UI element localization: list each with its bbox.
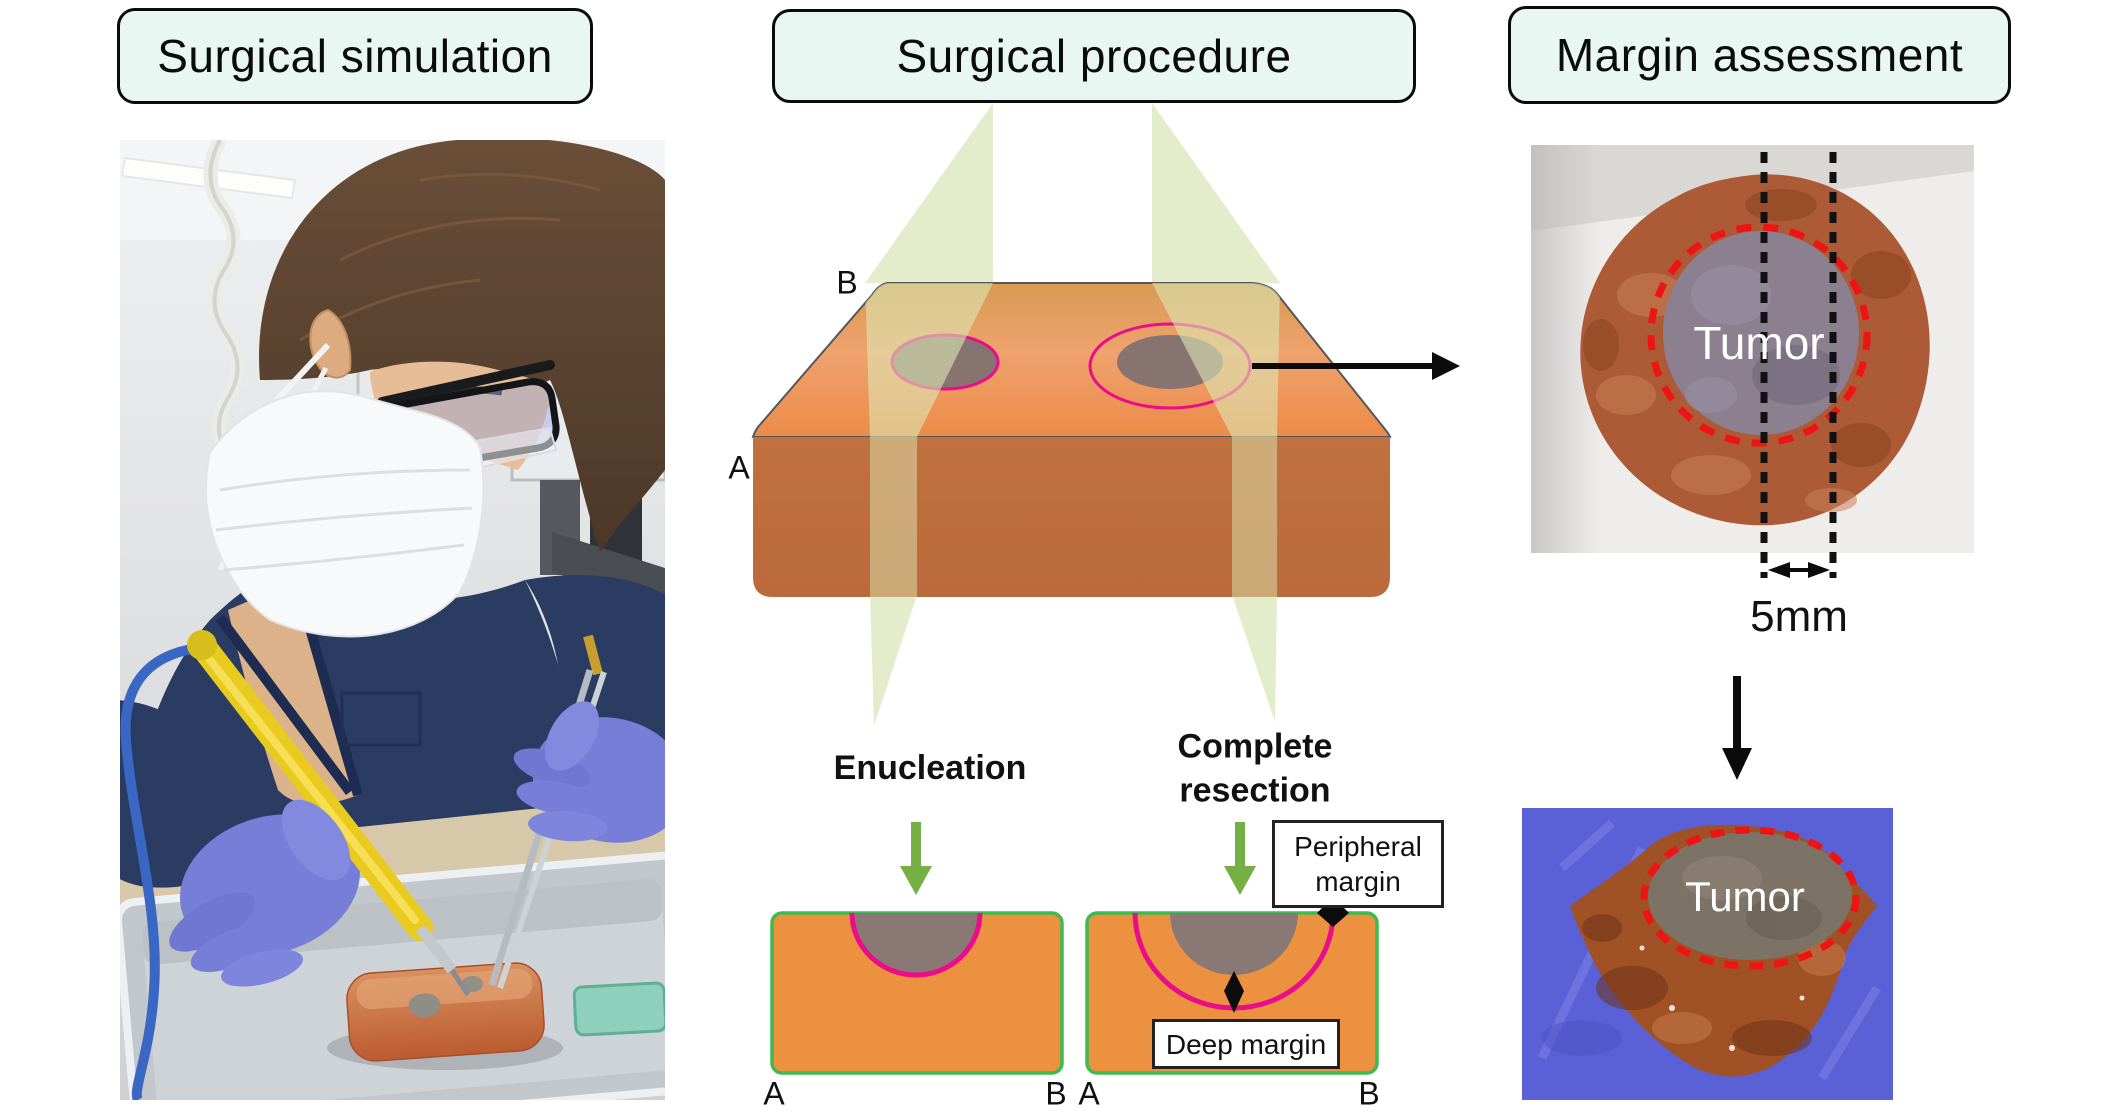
down-arrow-head: [1722, 748, 1752, 780]
glasses-temple: [377, 360, 555, 407]
coiled-cord-shade: [208, 140, 240, 466]
tumor-label-bottom-photo: Tumor: [1685, 873, 1805, 920]
forceps-gold-end: [583, 634, 603, 676]
chest-skin: [228, 582, 358, 805]
red-dotted-outline-icon: [1647, 223, 1871, 447]
enucleation-cut-line: [849, 912, 983, 978]
cut-plane-right-frontface: [1232, 437, 1277, 597]
right-arrow-head: [1432, 352, 1460, 380]
green-down-arrow-head: [1224, 866, 1256, 895]
deep-margin-diamond-icon: [1224, 971, 1244, 1013]
procedure-diagram: [751, 103, 1460, 1075]
specimen-texture: [1583, 189, 1911, 512]
simulation-photo: [120, 140, 665, 1100]
specimen-cross-section-photo: [1531, 145, 1974, 553]
resection-corner-a: A: [1078, 1075, 1100, 1112]
peripheral-margin-diamond-icon: [1317, 897, 1349, 927]
right-glove-finger: [528, 810, 608, 842]
block-label-a: A: [728, 449, 750, 486]
cut-plane-left-upper: [865, 103, 993, 283]
block-top-face: [751, 282, 1392, 438]
left-glove-thumb: [281, 799, 351, 881]
cautery-tip: [449, 968, 471, 997]
green-down-arrow-icon: [1235, 822, 1245, 868]
complete-resection-title: Complete resection: [1177, 727, 1333, 809]
enucleation-title: Enucleation: [833, 749, 1027, 788]
double-arrow-right-head: [1808, 562, 1830, 578]
enucleation-corner-b: B: [1045, 1075, 1067, 1112]
slice-tumor-texture: [1682, 856, 1822, 940]
cautery-pen-highlight: [206, 656, 419, 924]
cut-plane-right-lower: [1232, 595, 1277, 722]
panel-title-margin: Margin assessment: [1508, 6, 2011, 104]
slice-thickness-label: 5mm: [1750, 592, 1848, 641]
board-shade: [1542, 1020, 1622, 1056]
sliced-specimen-photo: [1522, 808, 1893, 1100]
cut-plane-left-frontface: [870, 437, 917, 597]
green-down-arrow-head: [900, 866, 932, 895]
enucleation-tumor: [852, 913, 980, 975]
block-label-b: B: [836, 264, 858, 301]
tumor-label-top-photo: Tumor: [1693, 317, 1825, 369]
phantom-tumor-spot: [408, 993, 441, 1018]
panel-title-procedure: Surgical procedure: [772, 9, 1416, 103]
cut-plane-left-lower: [870, 595, 917, 726]
right-glove-finger: [516, 780, 600, 816]
left-glove-finger: [190, 924, 278, 972]
tumor-texture: [1685, 265, 1840, 413]
deep-margin-label: Deep margin: [1152, 1019, 1340, 1069]
phantom-tumor-spot: [461, 976, 484, 993]
cut-plane-left-topface: [865, 283, 993, 437]
left-glove-finger: [169, 892, 255, 952]
phantom-block: [346, 962, 545, 1062]
gloss-specks: [1639, 945, 1805, 1051]
surgical-mask: [204, 390, 485, 638]
down-arrow-icon: [1733, 676, 1741, 750]
cut-plane-right-topface: [1152, 283, 1280, 437]
teal-tray: [572, 981, 665, 1037]
resection-corner-b: B: [1358, 1075, 1380, 1112]
right-glove-thumb: [545, 701, 599, 771]
block-front-face: [753, 437, 1390, 597]
double-arrow-left-head: [1768, 562, 1790, 578]
mask-pleats: [215, 468, 473, 572]
cautery-cable: [120, 643, 199, 1100]
ear: [309, 308, 352, 379]
enucleation-corner-a: A: [763, 1075, 785, 1112]
slice-texture: [1582, 914, 1846, 1056]
resection-tumor: [1170, 913, 1298, 975]
peripheral-margin-label: Peripheral margin: [1272, 820, 1444, 908]
green-down-arrow-icon: [911, 822, 921, 868]
cautery-metal-neck: [415, 924, 457, 974]
cautery-pen-connector: [187, 630, 217, 660]
chest-pocket: [340, 691, 422, 747]
panel-title-simulation: Surgical simulation: [117, 8, 593, 104]
left-glove-finger: [221, 949, 303, 987]
red-dotted-outline-icon: [1640, 826, 1860, 970]
hair: [259, 140, 665, 552]
cut-plane-right-upper: [1152, 103, 1280, 283]
